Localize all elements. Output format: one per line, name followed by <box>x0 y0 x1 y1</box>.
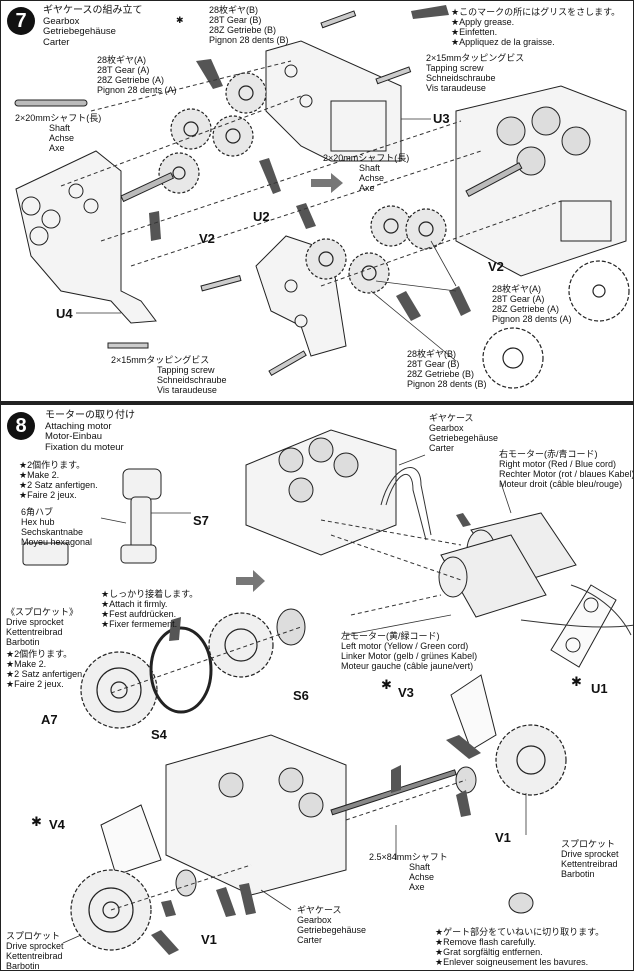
part-a7: A7 <box>41 712 58 727</box>
bracket-v3 <box>450 674 497 751</box>
ring-s4 <box>149 626 213 714</box>
gearbox-half-u4 <box>15 150 157 324</box>
part-u2: U2 <box>253 209 270 224</box>
label-sprocket-right: スプロケット Drive sprocket Kettentreibrad Bar… <box>561 839 619 879</box>
label-28t-gear-a-right: 28枚ギヤ(A) 28T Gear (A) 28Z Getriebe (A) P… <box>492 284 572 324</box>
screws <box>107 10 412 377</box>
step-7-title: ギヤケースの組み立て Gearbox Getriebegehäuse Carte… <box>43 5 143 48</box>
hub-small <box>175 766 534 914</box>
label-gearbox-top: ギヤケース Gearbox Getriebegehäuse Carter <box>429 413 499 453</box>
screwdriver-icon-v3: ✱ <box>381 677 392 692</box>
label-28t-gear-b-top: 28枚ギヤ(B) 28T Gear (B) 28Z Getriebe (B) P… <box>209 5 289 45</box>
gearbox-bottom <box>165 734 347 896</box>
leader-lines <box>62 454 527 944</box>
label-shaft-84mm: 2.5×84mmシャフト Shaft Achse Axe <box>369 852 448 892</box>
part-v1-bottom: V1 <box>201 932 217 947</box>
shafts <box>14 99 523 203</box>
label-shaft-left: 2×20mmシャフト(長) Shaft Achse Axe <box>15 113 102 153</box>
part-u4: U4 <box>56 306 73 321</box>
step-8-illustration <box>22 429 633 955</box>
gears-bottom <box>305 205 447 294</box>
part-v2-right: V2 <box>488 259 504 274</box>
panel-divider <box>0 402 634 404</box>
label-sprocket-bottom-left: スプロケット Drive sprocket Kettentreibrad Bar… <box>6 931 64 971</box>
label-28t-gear-b-bottom: 28枚ギヤ(B) 28T Gear (B) 28Z Getriebe (B) P… <box>407 349 487 389</box>
reference-gear-b <box>482 327 544 389</box>
gears-top <box>158 72 267 194</box>
guide-lines <box>60 60 562 287</box>
leader-lines <box>76 118 457 362</box>
step-arrow <box>311 173 343 193</box>
note-attach-firmly: ★しっかり接着します。 ★Attach it firmly. ★Fest auf… <box>101 589 199 629</box>
sprocket-s6 <box>208 612 274 678</box>
label-tapping-screw-bottom: 2×15mmタッピングビス Tapping screw Schneidschra… <box>111 355 227 395</box>
part-v3: V3 <box>398 685 414 700</box>
step-7-number: 7 <box>7 7 35 35</box>
grease-icon-tool: ✱ <box>176 15 184 25</box>
label-tapping-screw-top: 2×15mmタッピングビス Tapping screw Schneidschra… <box>426 53 525 93</box>
part-v1-right: V1 <box>495 830 511 845</box>
label-left-motor: 左モーター(黄/緑コード) Left motor (Yellow / Green… <box>341 631 478 671</box>
sprocket-right <box>495 724 567 796</box>
motor-wires <box>380 467 633 636</box>
label-28t-gear-a-top: 28枚ギヤ(A) 28T Gear (A) 28Z Getriebe (A) P… <box>97 55 177 95</box>
guide-lines <box>110 519 467 911</box>
part-s6: S6 <box>293 688 309 703</box>
gearbox-top <box>245 429 397 556</box>
step-arrow <box>236 570 265 592</box>
step-7-panel: 7 ギヤケースの組み立て Gearbox Getriebegehäuse Car… <box>0 0 634 402</box>
assembled-gearbox <box>455 85 627 277</box>
step-8-number: 8 <box>7 412 35 440</box>
attach-arrows <box>151 513 481 955</box>
screwdriver-icon-v4: ✱ <box>31 814 42 829</box>
step-8-title: モーターの取り付け Attaching motor Motor-Einbau F… <box>45 410 135 453</box>
grease-markers <box>149 5 471 321</box>
label-gearbox-bottom: ギヤケース Gearbox Getriebegehäuse Carter <box>297 905 367 945</box>
part-u1: U1 <box>591 681 608 696</box>
label-right-motor: 右モーター(赤/青コード) Right motor (Red / Blue co… <box>499 449 634 489</box>
note-make-2-top: ★2個作ります。 ★Make 2. ★2 Satz anfertigen. ★F… <box>19 460 98 500</box>
part-v4: V4 <box>49 817 65 832</box>
screwdriver-icon-u1: ✱ <box>571 674 582 689</box>
note-make-2-mid: ★2個作ります。 ★Make 2. ★2 Satz anfertigen. ★F… <box>6 649 85 689</box>
reference-gear-a <box>568 260 630 322</box>
label-sprocket-left: 《スプロケット》 Drive sprocket Kettentreibrad B… <box>6 607 79 647</box>
label-hex-hub: 6角ハブ Hex hub Sechskantnabe Moyeu hexagon… <box>21 507 93 547</box>
grease-note: ★このマークの所にはグリスをさします。 ★Apply grease. ★Einf… <box>451 7 621 47</box>
step-8-panel: 8 モーターの取り付け Attaching motor Motor-Einbau… <box>0 404 634 971</box>
gearbox-half-u3 <box>265 40 402 162</box>
hex-hub-part <box>276 608 306 646</box>
label-shaft-mid: 2×20mmシャフト(長) Shaft Achse Axe <box>323 153 410 193</box>
side-plate <box>100 804 162 876</box>
hex-hub-s7 <box>22 468 162 566</box>
step-7-illustration <box>14 5 630 389</box>
note-remove-flash: ★ゲート部分をていねいに切り取ります。 ★Remove flash carefu… <box>435 927 605 967</box>
part-v2-left: V2 <box>199 231 215 246</box>
part-u3: U3 <box>433 111 450 126</box>
part-s4: S4 <box>151 727 167 742</box>
part-s7: S7 <box>193 513 209 528</box>
